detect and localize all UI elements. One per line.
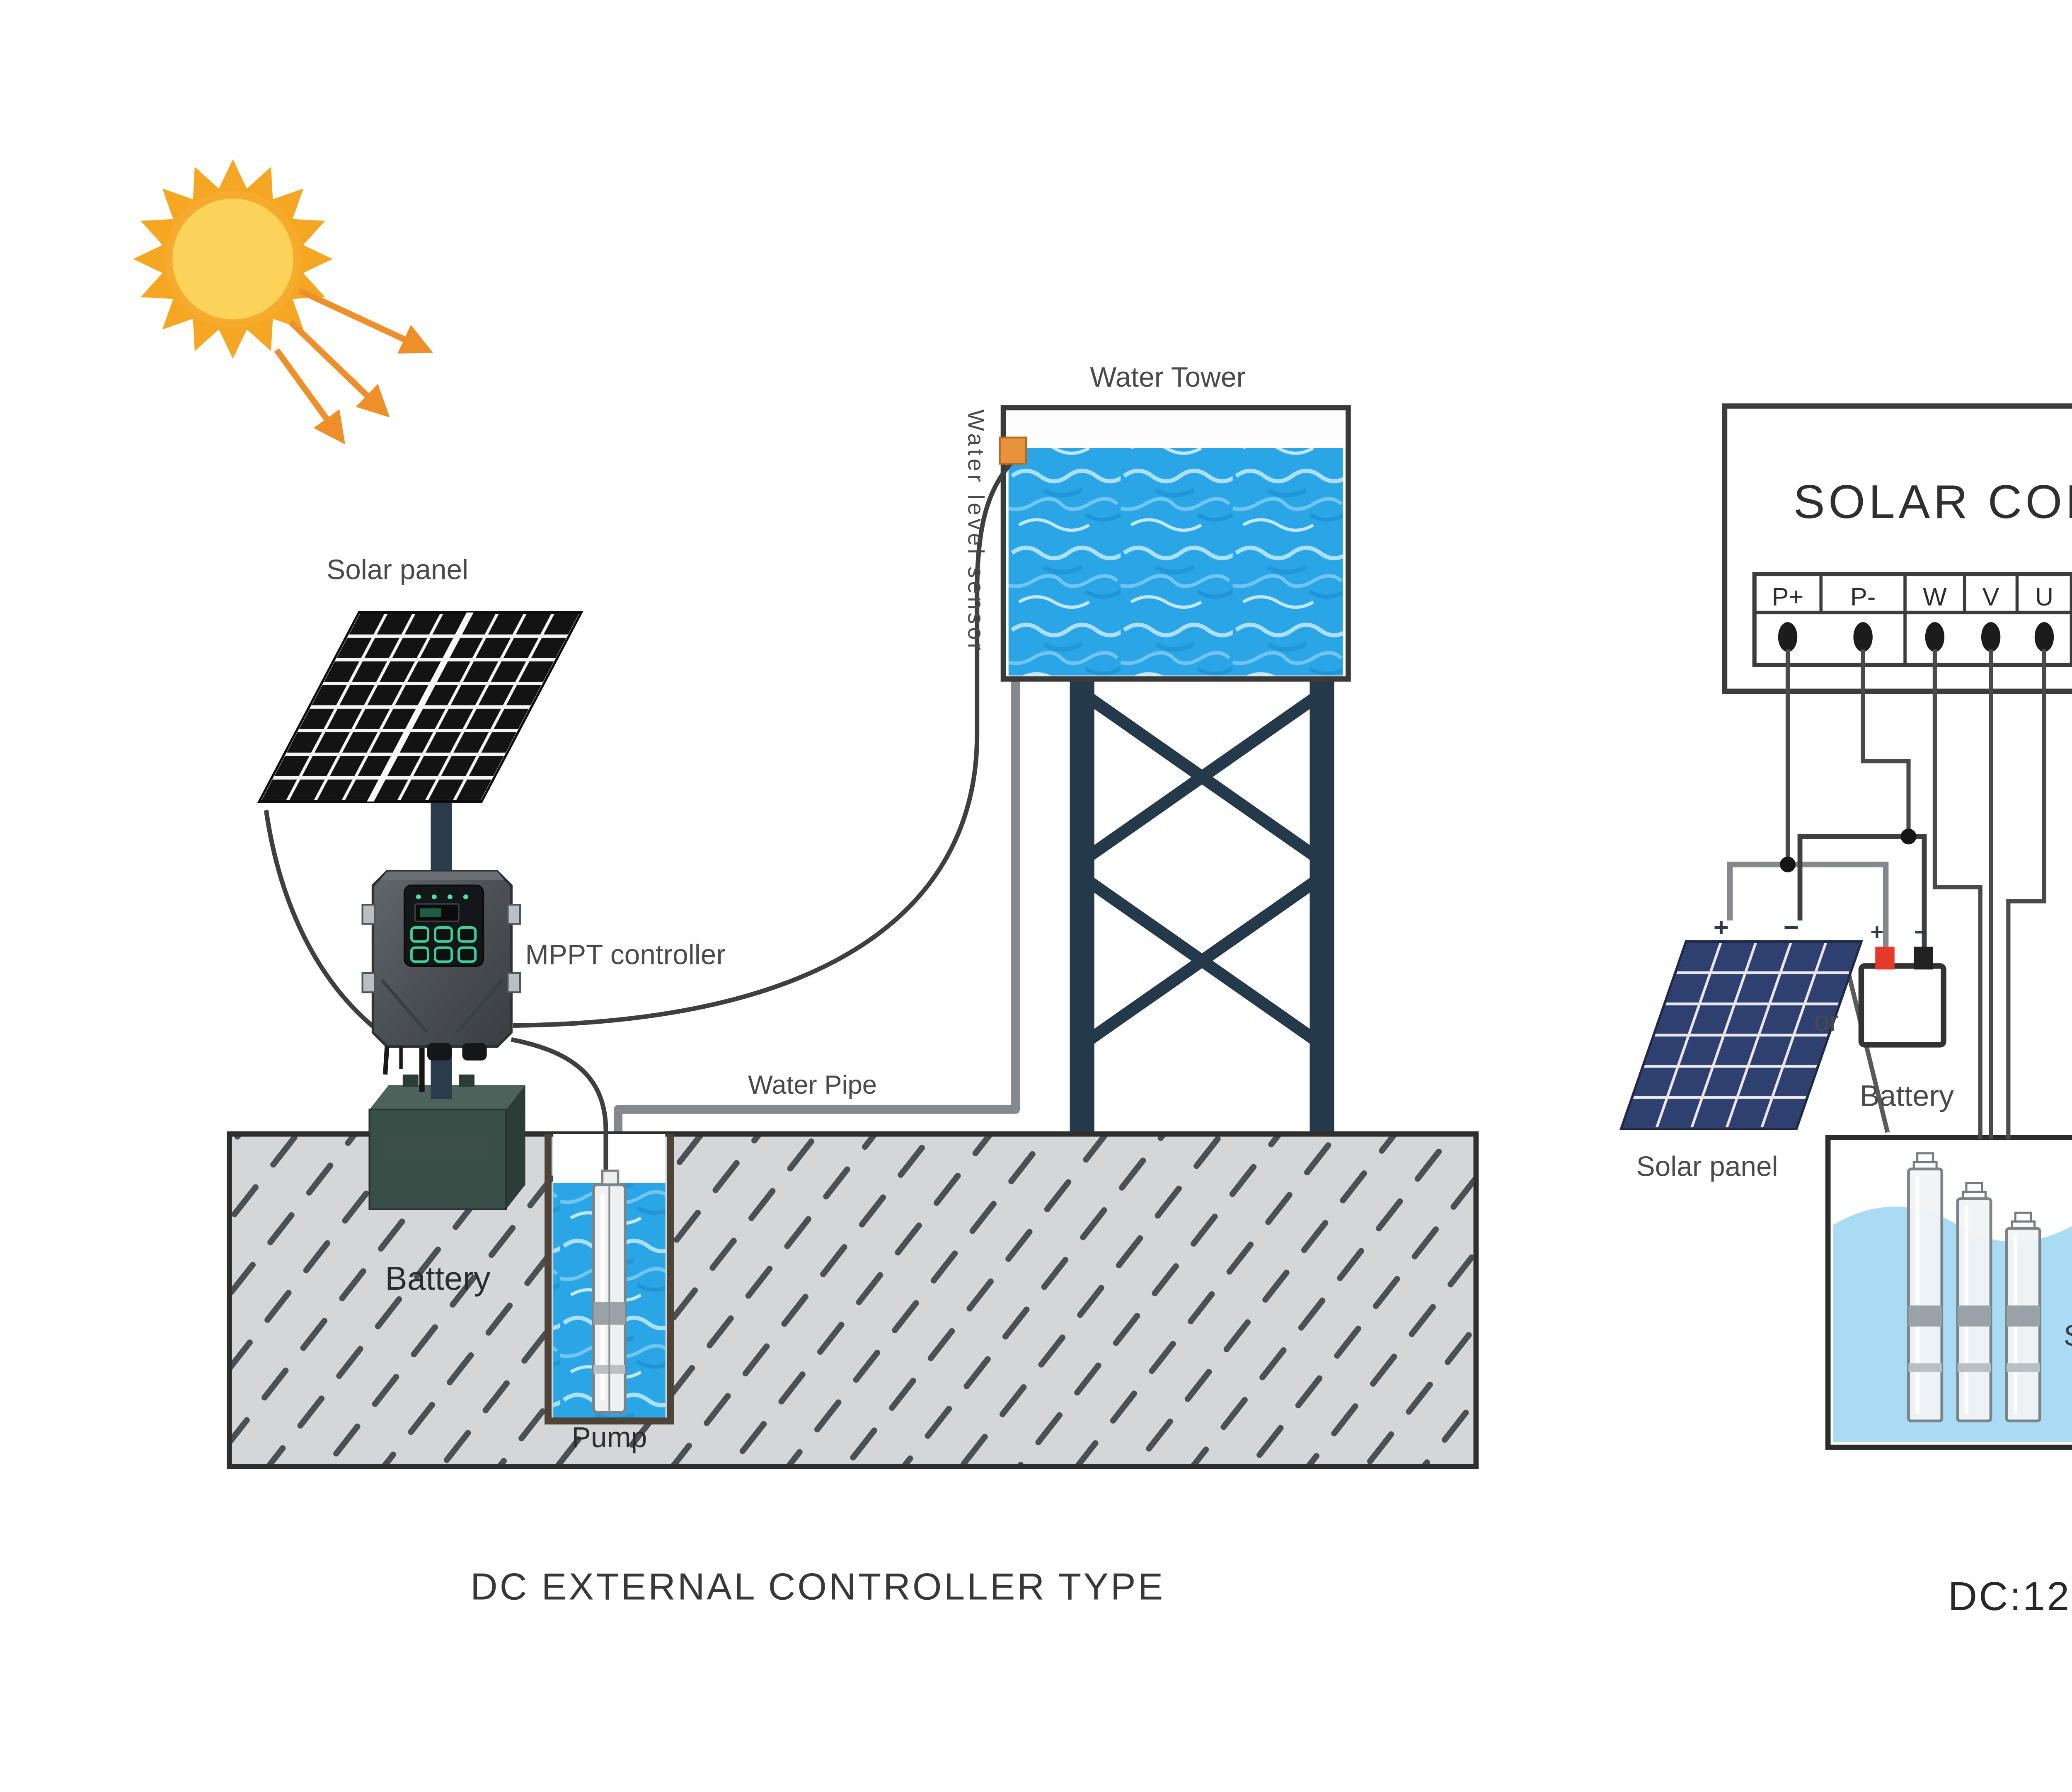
terminal-label-p-plus: P+ — [1772, 583, 1804, 611]
panel-wire — [264, 810, 380, 1033]
battery-right-label: Battery — [1860, 1080, 1954, 1113]
mppt-controller-icon — [361, 870, 521, 1075]
mppt-label: MPPT controller — [525, 940, 726, 971]
water-tower-tank — [1000, 405, 1351, 682]
battery-left-icon — [368, 1074, 525, 1210]
junction-dot — [1900, 828, 1917, 845]
sensor-cable — [513, 460, 1014, 1028]
wire-p-plus-bus — [1727, 862, 1889, 947]
terminal-label-v: V — [1982, 583, 1999, 611]
terminal-label-w: W — [1923, 583, 1947, 611]
water-pipe-label: Water Pipe — [748, 1070, 877, 1099]
junction-dot — [1779, 856, 1796, 872]
sun-rays-icon — [274, 288, 433, 445]
solar-panel-right-icon — [1619, 940, 1863, 1130]
solar-controller-title: SOLAR CONTROLLER — [1794, 476, 2072, 528]
water-tower-label: Water Tower — [1090, 362, 1246, 393]
terminal-dots — [1778, 622, 2054, 652]
left-diagram: Solar panel MPPT controller Battery Pump… — [133, 159, 1479, 1608]
solar-panel-left-icon — [257, 611, 583, 803]
water-level-sensor-label: Water level sensor — [963, 409, 989, 654]
battery-plus-label: + — [1870, 919, 1883, 945]
wire-w — [1932, 649, 1982, 1139]
battery-minus-label: − — [1914, 919, 1927, 945]
water-pipe — [613, 680, 1020, 1141]
pump-cable — [511, 1037, 608, 1176]
right-diagram: SOLAR CONTROLLER P+ P- W — [1619, 403, 2072, 1619]
battery-left-label: Battery — [385, 1260, 490, 1297]
right-caption: DC:12-110V — [1948, 1574, 2072, 1619]
terminal-label-p-minus: P- — [1850, 583, 1876, 611]
solar-panel-right-label: Solar panel — [1636, 1151, 1778, 1182]
solar-panel-left-label: Solar panel — [327, 555, 468, 586]
wire-p-minus — [1861, 649, 1911, 837]
sun-icon — [133, 159, 333, 359]
battery-right-icon — [1858, 947, 1946, 1048]
terminal-strip: P+ P- W V U TL TH WEL COM — [1752, 572, 2072, 667]
water-level-sensor-icon — [999, 436, 1027, 465]
terminal-label-u: U — [2035, 583, 2053, 611]
solar-pump-box — [1825, 1135, 2072, 1450]
panel-minus-label: − — [1784, 913, 1799, 942]
wiring — [1727, 649, 2047, 1139]
solar-pump-label: Solar pump — [2064, 1319, 2072, 1352]
solar-pump-icons — [1907, 1152, 2041, 1423]
panel-plus-label: + — [1714, 913, 1729, 942]
wire-p-minus-bus — [1797, 834, 1927, 947]
wire-u — [2006, 649, 2047, 1139]
pump-label: Pump — [571, 1421, 647, 1453]
left-caption: DC EXTERNAL CONTROLLER TYPE — [470, 1566, 1165, 1608]
water-tower-stand — [1070, 679, 1334, 1134]
or-label: or — [1814, 1006, 1839, 1037]
pump-icon — [592, 1170, 627, 1414]
